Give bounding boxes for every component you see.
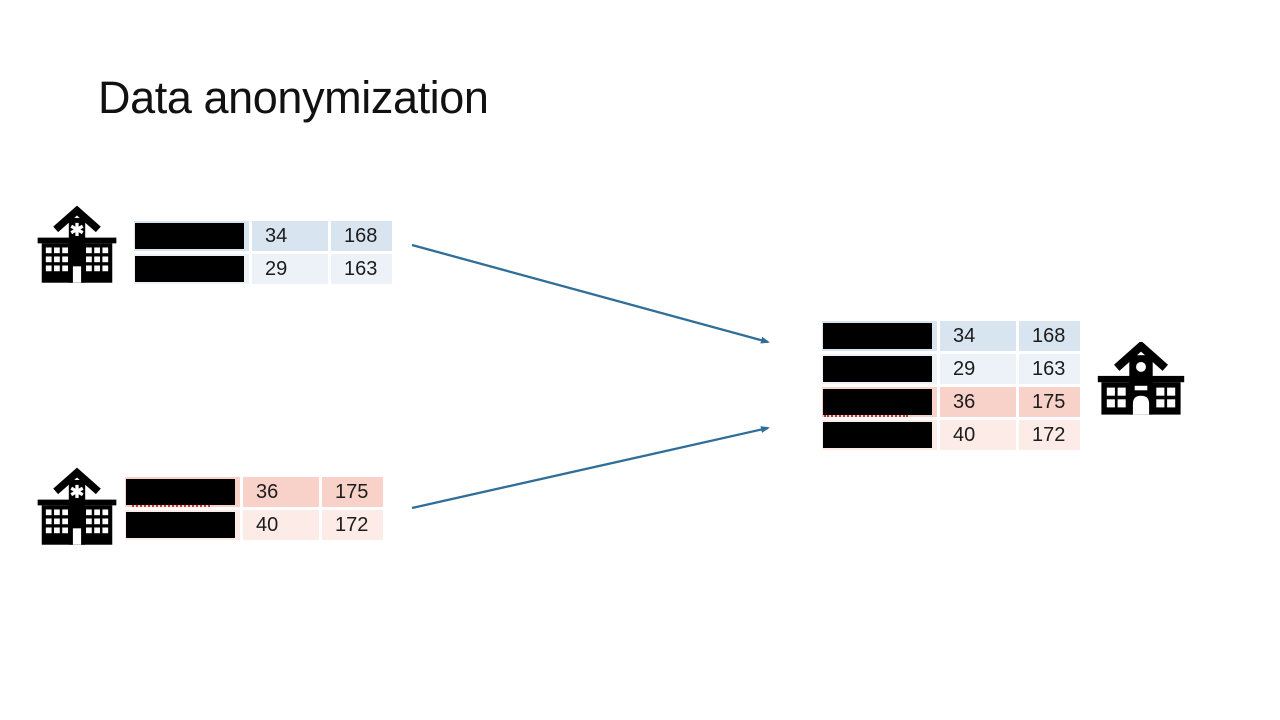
age-cell: 40: [940, 420, 1016, 450]
height-cell: 172: [322, 510, 383, 540]
height-cell: 172: [1019, 420, 1080, 450]
redaction-bar: [126, 479, 235, 505]
hospital-a-table: 34 168 29 163: [134, 221, 392, 284]
redacted-name-cell: [822, 321, 937, 351]
table-row: 40 172: [822, 420, 1080, 450]
age-cell: 36: [243, 477, 319, 507]
height-cell: 163: [331, 254, 392, 284]
redacted-name-cell: [134, 254, 249, 284]
hospital-b-icon: [36, 466, 118, 553]
redacted-name-cell: [822, 387, 937, 417]
height-cell: 163: [1019, 354, 1080, 384]
redacted-name-cell: [125, 510, 240, 540]
arrow-hospital-a-to-combined: [411, 243, 770, 344]
height-cell: 168: [331, 221, 392, 251]
redaction-bar: [135, 256, 244, 282]
school-icon: [1096, 340, 1186, 431]
table-row: 29 163: [822, 354, 1080, 384]
age-cell: 34: [940, 321, 1016, 351]
table-row: 34 168: [822, 321, 1080, 351]
table-row: 36 175: [822, 387, 1080, 417]
hospital-a-icon: [36, 204, 118, 291]
redacted-name-cell: [125, 477, 240, 507]
redacted-name-cell: [134, 221, 249, 251]
hospital-b-table: 36 175 40 172: [125, 477, 383, 540]
redaction-bar: [823, 389, 932, 415]
height-cell: 175: [1019, 387, 1080, 417]
page-title: Data anonymization: [98, 72, 489, 123]
spellcheck-underline: [824, 415, 908, 417]
age-cell: 29: [252, 254, 328, 284]
redaction-bar: [823, 323, 932, 349]
redaction-bar: [823, 356, 932, 382]
table-row: 34 168: [134, 221, 392, 251]
age-cell: 29: [940, 354, 1016, 384]
age-cell: 34: [252, 221, 328, 251]
redaction-bar: [135, 223, 244, 249]
table-row: 36 175: [125, 477, 383, 507]
table-row: 40 172: [125, 510, 383, 540]
redacted-name-cell: [822, 420, 937, 450]
combined-table: 34 168 29 163 36 175 40 172: [822, 321, 1080, 450]
arrow-hospital-b-to-combined: [411, 426, 770, 510]
redaction-bar: [126, 512, 235, 538]
spellcheck-underline: [132, 505, 210, 507]
height-cell: 175: [322, 477, 383, 507]
age-cell: 36: [940, 387, 1016, 417]
height-cell: 168: [1019, 321, 1080, 351]
table-row: 29 163: [134, 254, 392, 284]
age-cell: 40: [243, 510, 319, 540]
redaction-bar: [823, 422, 932, 448]
redacted-name-cell: [822, 354, 937, 384]
